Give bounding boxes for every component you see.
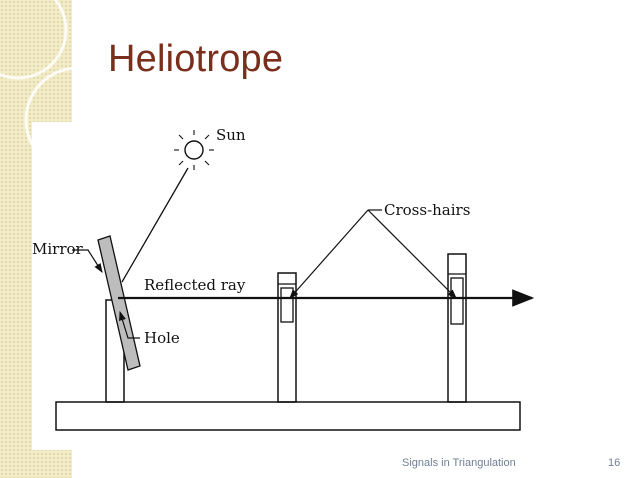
sun-icon [174,130,214,170]
crosshairs-pointer-right [367,209,457,299]
mirror-label: Mirror [32,240,84,258]
heliotrope-diagram: Sun Mirror Reflected ray Cross-hairs Hol… [32,122,592,450]
sun-ray-line [121,167,189,283]
base-platform [55,401,521,431]
crosshairs-pointer-left [289,209,369,299]
mirror [97,235,141,371]
mirror-pointer [72,249,103,274]
page-number: 16 [608,457,621,469]
right-crosshair-frame [450,277,464,325]
hole-pointer [119,310,140,339]
slide-title: Heliotrope [108,38,284,80]
diagram-canvas: Sun Mirror Reflected ray Cross-hairs Hol… [32,126,535,431]
middle-crosshair-frame [280,287,294,323]
footer-text: Signals in Triangulation [402,457,516,469]
reflected-ray-label: Reflected ray [144,276,246,294]
right-post [447,253,467,403]
cross-hairs-label: Cross-hairs [384,201,470,219]
middle-post [277,272,297,403]
hole-label: Hole [144,329,180,347]
sun-label: Sun [216,126,246,144]
